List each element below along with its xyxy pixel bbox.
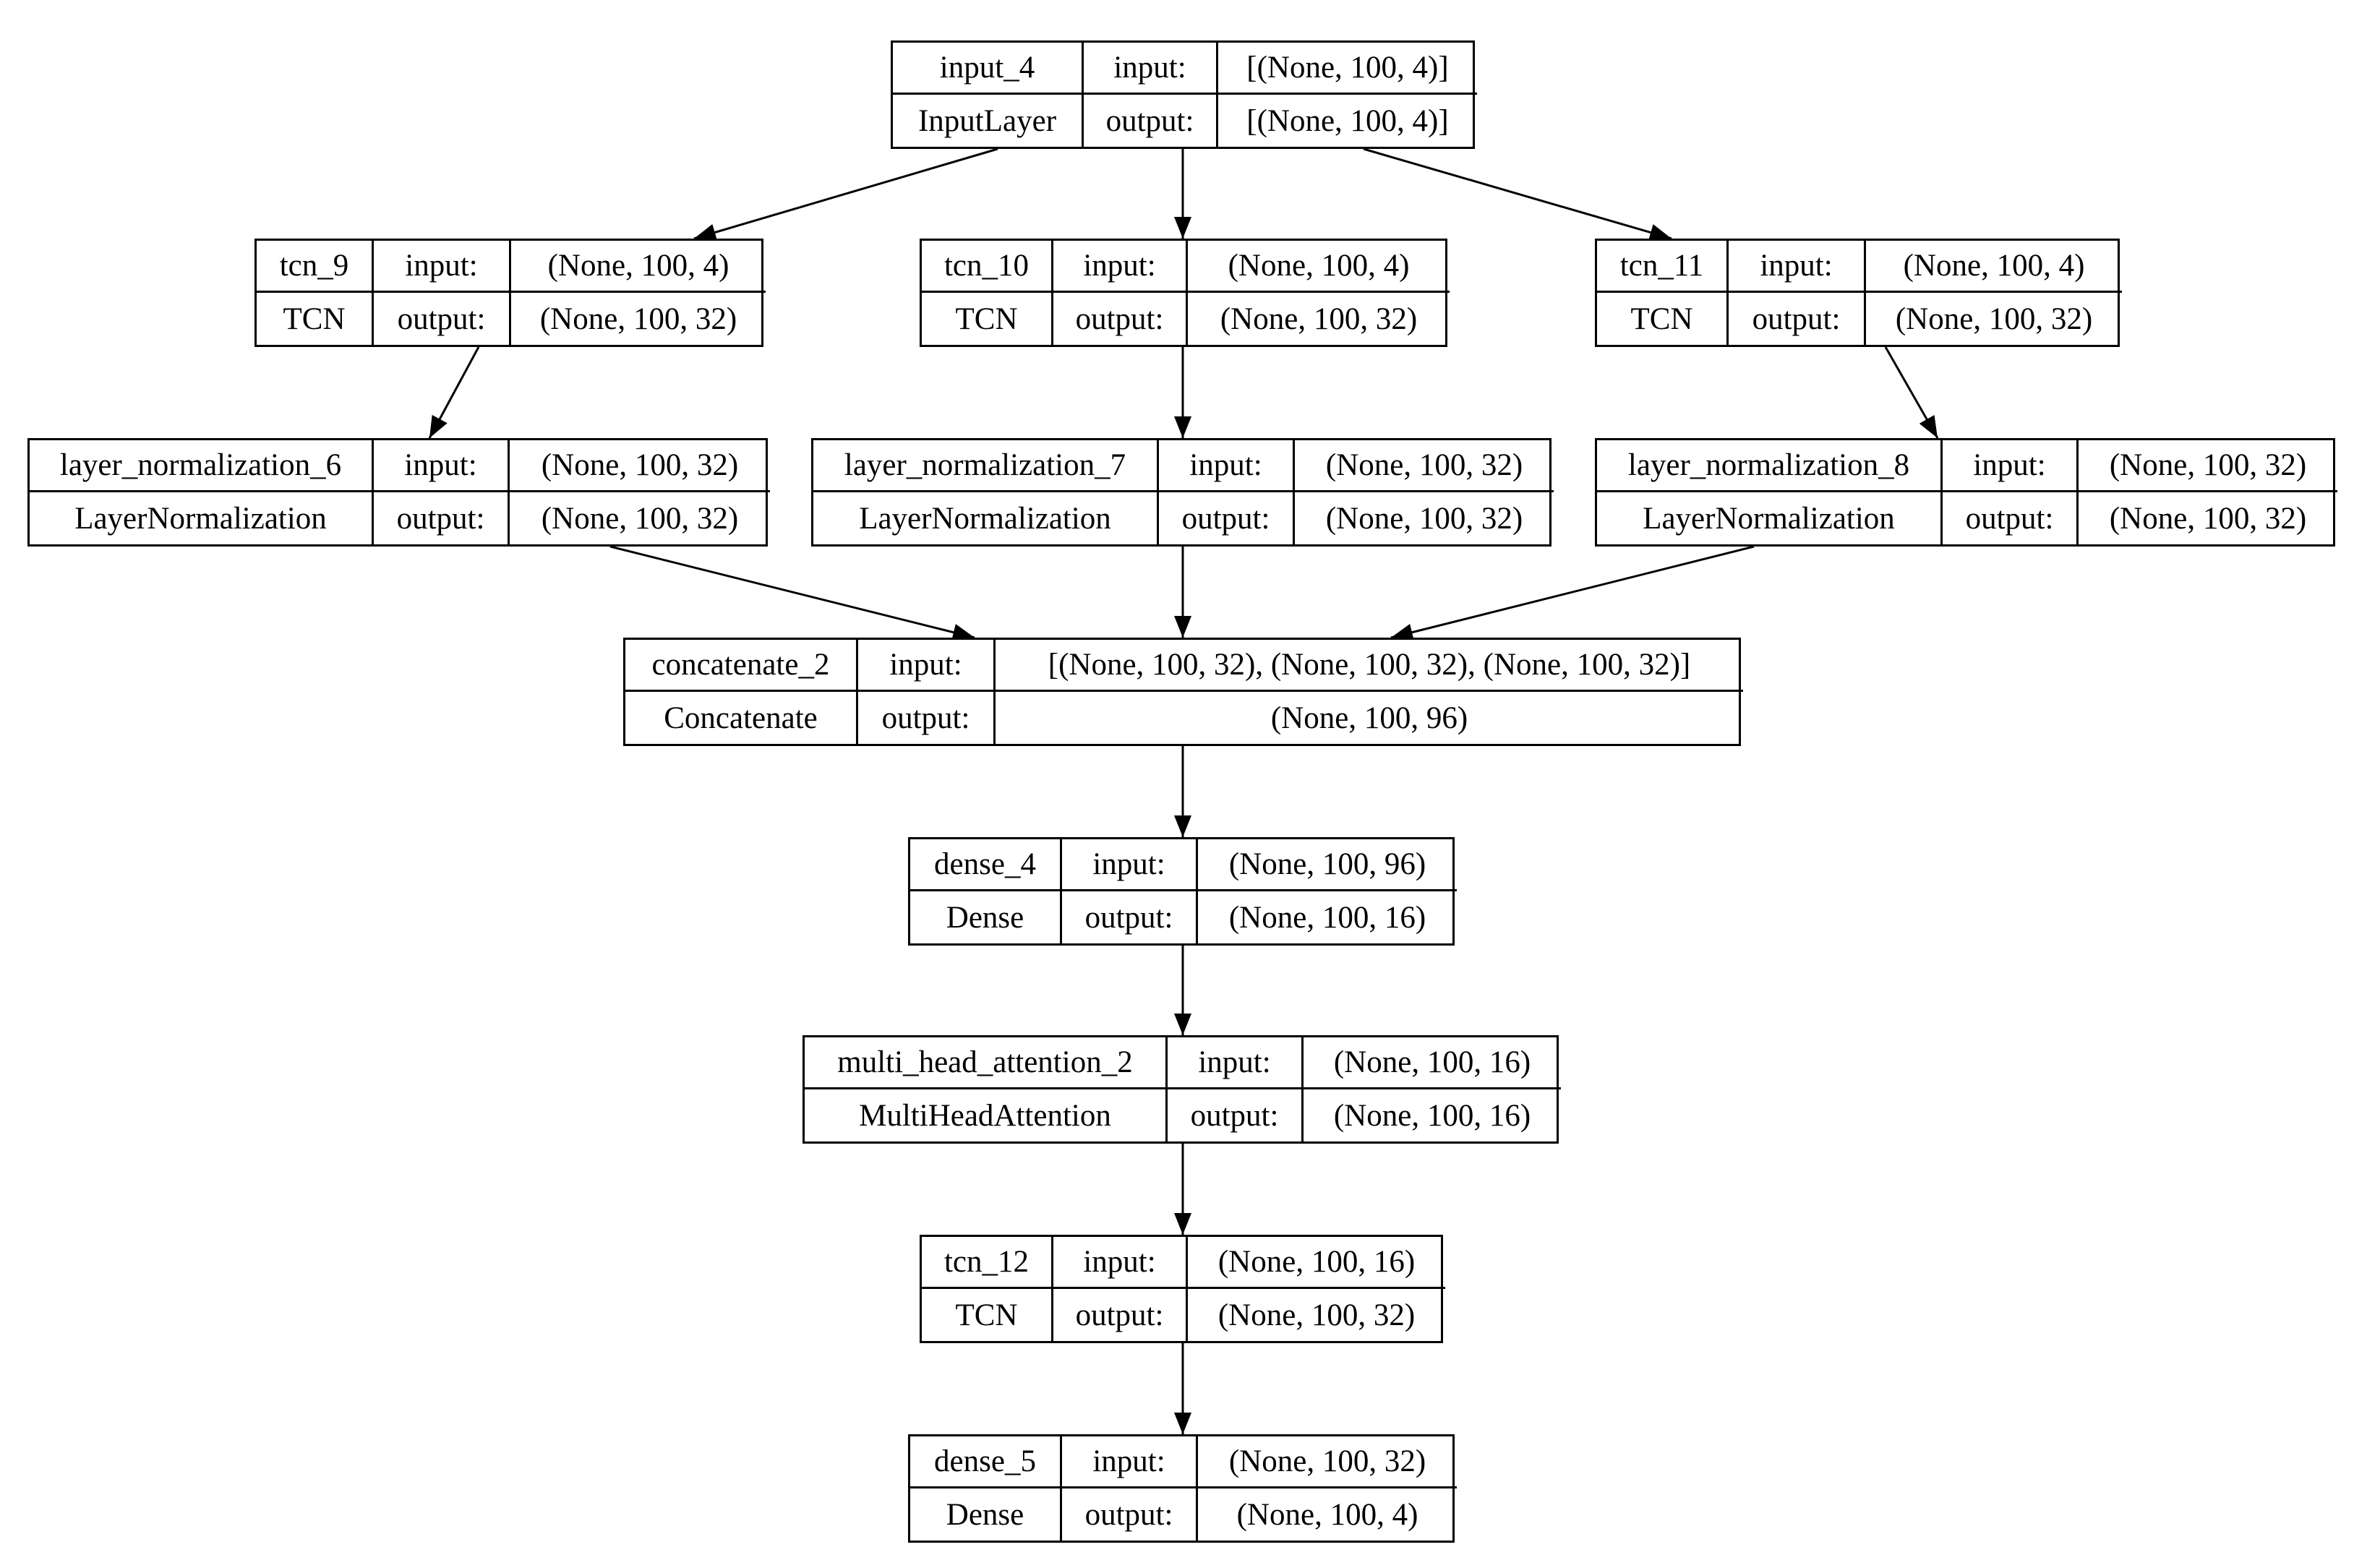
- output-shape: (None, 100, 96): [1270, 701, 1468, 735]
- input-label: input:: [1062, 1436, 1198, 1488]
- input-shape: (None, 100, 16): [1304, 1037, 1561, 1089]
- output-shape: (None, 100, 32): [541, 501, 739, 536]
- input-shape: (None, 100, 96): [1198, 839, 1457, 891]
- input-shape: (None, 100, 4): [1866, 241, 2122, 293]
- output-label: output:: [858, 692, 996, 744]
- output-shape: (None, 100, 4): [1236, 1497, 1418, 1532]
- input-shape: (None, 100, 4): [511, 241, 766, 293]
- output-label: output:: [1062, 891, 1198, 943]
- output-label: output:: [1053, 1289, 1188, 1341]
- input-label: input:: [374, 241, 511, 293]
- layer-type: TCN: [257, 293, 374, 345]
- layer-type: Dense: [910, 891, 1062, 943]
- layer-type: TCN: [1597, 293, 1729, 345]
- input-label: input:: [1062, 839, 1198, 891]
- input-label: input:: [1943, 440, 2079, 492]
- output-label: output:: [1943, 492, 2079, 544]
- output-shape: (None, 100, 16): [1228, 900, 1426, 935]
- output-label: output:: [1729, 293, 1866, 345]
- edge-tcn_9-to-layer_normalization_6: [428, 346, 480, 439]
- edge-layer_normalization_6-to-concatenate_2: [609, 545, 975, 641]
- input-shape: [(None, 100, 4)]: [1218, 43, 1477, 95]
- layer-name: tcn_10: [922, 241, 1053, 293]
- layer-name: tcn_9: [257, 241, 374, 293]
- output-label: output:: [1053, 293, 1188, 345]
- input-label: input:: [1159, 440, 1295, 492]
- input-label: input:: [1168, 1037, 1304, 1089]
- layer-name: tcn_12: [922, 1237, 1053, 1289]
- output-label: output:: [1159, 492, 1295, 544]
- input-label: input:: [1053, 1237, 1188, 1289]
- output-shape: (None, 100, 32): [539, 301, 737, 336]
- output-label: output:: [1062, 1488, 1198, 1541]
- layer-type: Dense: [910, 1488, 1062, 1541]
- input-label: input:: [1729, 241, 1866, 293]
- layer-type: TCN: [922, 293, 1053, 345]
- input-shape: (None, 100, 32): [2079, 440, 2337, 492]
- output-shape: (None, 100, 16): [1333, 1098, 1531, 1133]
- input-label: input:: [858, 640, 996, 692]
- layer-type: MultiHeadAttention: [805, 1089, 1168, 1141]
- input-label: input:: [374, 440, 510, 492]
- output-shape: (None, 100, 32): [1895, 301, 2093, 336]
- layer-type: LayerNormalization: [1597, 492, 1943, 544]
- input-label: input:: [1053, 241, 1188, 293]
- input-shape: (None, 100, 16): [1188, 1237, 1445, 1289]
- layer-name: dense_5: [910, 1436, 1062, 1488]
- layer-type: LayerNormalization: [30, 492, 374, 544]
- output-label: output:: [374, 293, 511, 345]
- layer-name: dense_4: [910, 839, 1062, 891]
- output-shape: (None, 100, 32): [2109, 501, 2307, 536]
- input-shape: (None, 100, 32): [510, 440, 770, 492]
- output-shape: (None, 100, 32): [1325, 501, 1523, 536]
- output-shape: [(None, 100, 4)]: [1246, 103, 1449, 138]
- layer-name: layer_normalization_6: [30, 440, 374, 492]
- output-shape: (None, 100, 32): [1217, 1298, 1416, 1332]
- input-shape: [(None, 100, 32), (None, 100, 32), (None…: [996, 640, 1743, 692]
- edge-input_4-to-tcn_9: [693, 147, 998, 241]
- edge-input_4-to-tcn_11: [1363, 147, 1672, 241]
- layer-name: layer_normalization_7: [813, 440, 1159, 492]
- output-shape: (None, 100, 32): [1220, 301, 1418, 336]
- input-shape: (None, 100, 32): [1295, 440, 1554, 492]
- layer-type: LayerNormalization: [813, 492, 1159, 544]
- layer-name: multi_head_attention_2: [805, 1037, 1168, 1089]
- input-label: input:: [1084, 43, 1218, 95]
- layer-type: TCN: [922, 1289, 1053, 1341]
- layer-type: Concatenate: [625, 692, 858, 744]
- output-label: output:: [1168, 1089, 1304, 1141]
- output-label: output:: [1084, 95, 1218, 147]
- output-label: output:: [374, 492, 510, 544]
- edge-tcn_11-to-layer_normalization_8: [1884, 346, 1939, 439]
- layer-name: tcn_11: [1597, 241, 1729, 293]
- edge-layer_normalization_8-to-concatenate_2: [1390, 545, 1755, 641]
- input-shape: (None, 100, 4): [1188, 241, 1450, 293]
- layer-name: concatenate_2: [625, 640, 858, 692]
- input-shape: (None, 100, 32): [1198, 1436, 1457, 1488]
- layer-name: input_4: [893, 43, 1084, 95]
- layer-name: layer_normalization_8: [1597, 440, 1943, 492]
- layer-type: InputLayer: [893, 95, 1084, 147]
